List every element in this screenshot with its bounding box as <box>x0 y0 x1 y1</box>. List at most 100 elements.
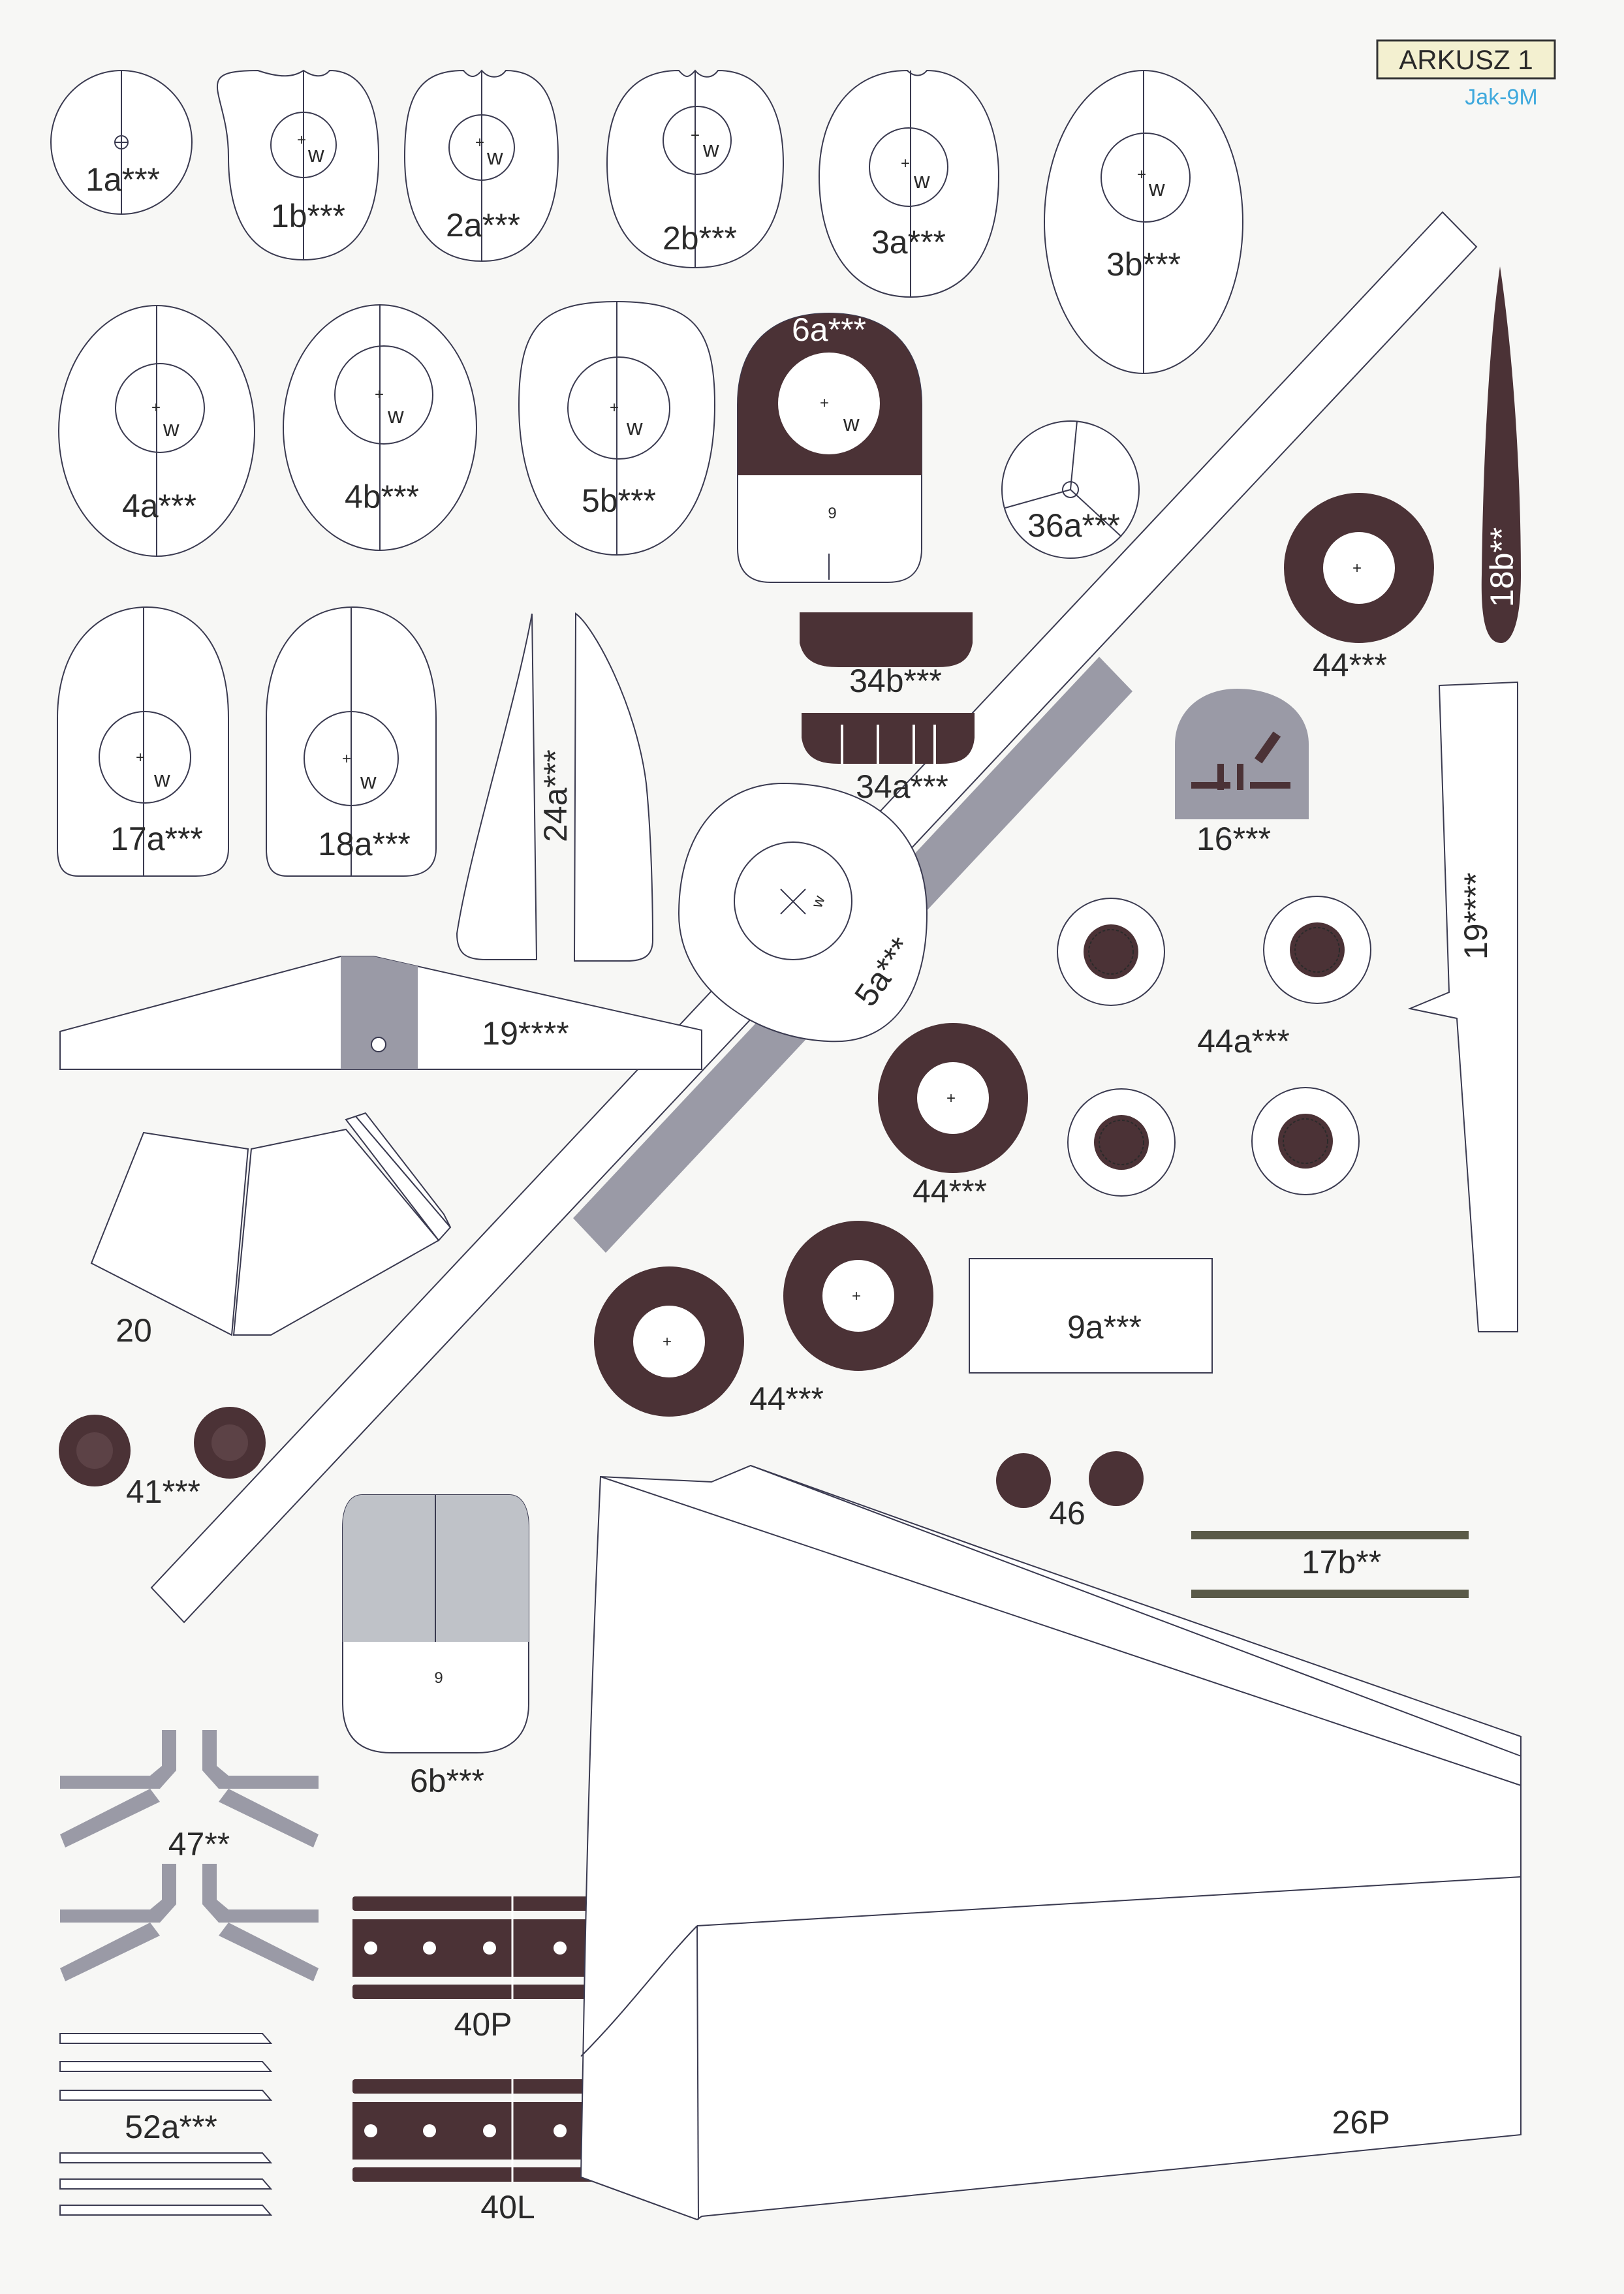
svg-text:+: + <box>475 134 484 151</box>
part-label-41: 41*** <box>126 1473 200 1510</box>
part-label-19-left: 19**** <box>482 1015 569 1052</box>
svg-text:+: + <box>1352 559 1362 577</box>
title-box <box>1376 39 1556 80</box>
marker-w-17a: w <box>153 767 170 792</box>
part-label-6a: 6a*** <box>792 311 866 348</box>
former-5a: w 5a*** <box>678 782 928 1043</box>
sheet-title: ARKUSZ 1 <box>1399 44 1533 75</box>
part-9a: 9a*** <box>969 1258 1213 1374</box>
part-label-4b: 4b*** <box>345 479 419 515</box>
part-label-52a: 52a*** <box>125 2109 217 2145</box>
part-label-34a: 34a*** <box>856 768 948 805</box>
part-19-left: 19**** <box>59 956 702 1070</box>
part-label-6b: 6b*** <box>410 1763 484 1799</box>
part-label-3b: 3b*** <box>1106 246 1181 283</box>
part-label-46: 46 <box>1049 1495 1085 1532</box>
former-36a: 36a*** <box>1001 420 1140 559</box>
marker-w-4b: w <box>387 403 404 428</box>
marker-w-3b: w <box>1148 176 1165 201</box>
svg-text:+: + <box>297 131 306 149</box>
wheels-44-bottom: + + 44*** <box>594 1221 933 1417</box>
former-5b: + w 5b*** <box>518 300 716 556</box>
former-2b: + w 2b*** <box>606 69 785 269</box>
former-2a: + w 2a*** <box>403 69 559 262</box>
part-18b: 18b** <box>1481 266 1521 643</box>
part-label-40P: 40P <box>454 2006 512 2043</box>
part-label-18b: 18b** <box>1484 527 1520 607</box>
part-label-16: 16*** <box>1196 821 1271 857</box>
part-19-right: 19**** <box>1407 681 1518 1332</box>
marker-w-6a: w <box>843 411 860 436</box>
part-label-3a: 3a*** <box>871 224 946 260</box>
former-3b: + w 3b*** <box>1044 70 1243 374</box>
part-label-18a: 18a*** <box>318 826 411 862</box>
wheel-44-mid: + 44*** <box>878 1023 1028 1210</box>
svg-text:+: + <box>852 1287 861 1305</box>
svg-text:+: + <box>151 399 161 416</box>
part-label-20: 20 <box>116 1312 152 1349</box>
svg-text:+: + <box>663 1333 672 1351</box>
part-40P: 40P <box>352 1896 599 2043</box>
part-label-40L: 40L <box>480 2189 535 2225</box>
marker-w-1b: w <box>307 142 324 167</box>
svg-text:+: + <box>1137 166 1146 183</box>
wheels-44a: 44a*** <box>1057 896 1371 1197</box>
svg-text:+: + <box>901 155 910 172</box>
part-label-17b: 17b** <box>1302 1544 1381 1580</box>
part-label-1b: 1b*** <box>271 198 345 234</box>
part-label-36a: 36a*** <box>1027 507 1120 544</box>
part-label-2a: 2a*** <box>446 207 520 244</box>
parts-47: 47** <box>60 1730 319 1981</box>
former-4b: + w 4b*** <box>283 304 477 551</box>
part-34a: 34a*** <box>802 713 975 805</box>
part-16: 16*** <box>1175 689 1309 857</box>
wheel-44-top: + 44*** <box>1284 493 1434 683</box>
part-label-26P: 26P <box>1332 2104 1390 2141</box>
part-label-24a: 24a*** <box>537 749 574 842</box>
part-24a: 24a*** <box>456 612 654 962</box>
parts-52a: 52a*** <box>59 2033 273 2216</box>
part-label-44-mid: 44*** <box>913 1173 987 1210</box>
sheet-subtitle: Jak-9M <box>1465 85 1537 110</box>
svg-text:+: + <box>946 1090 956 1107</box>
marker-9-6a: 9 <box>828 505 836 522</box>
svg-text:+: + <box>342 750 351 768</box>
former-17a: + w 17a*** <box>57 606 229 877</box>
part-label-5b: 5b*** <box>582 482 656 519</box>
marker-w-18a: w <box>360 769 377 794</box>
marker-w-5b: w <box>626 415 643 440</box>
svg-text:+: + <box>375 386 384 403</box>
former-6b: 9 6b*** <box>342 1494 529 1799</box>
former-3a: + w 3a*** <box>818 69 1000 298</box>
marker-9-6b: 9 <box>434 1669 443 1687</box>
former-1a: 1a*** <box>50 70 193 215</box>
part-label-44-bottom: 44*** <box>749 1381 824 1417</box>
marker-w-4a: w <box>163 416 180 441</box>
former-1b: + w 1b*** <box>216 69 380 261</box>
svg-text:+: + <box>691 127 700 144</box>
former-18a: + w 18a*** <box>266 606 437 877</box>
part-34b: 34b*** <box>800 612 973 699</box>
part-label-19-right: 19**** <box>1458 873 1494 960</box>
part-label-44a: 44a*** <box>1197 1023 1290 1060</box>
part-label-47: 47** <box>168 1826 230 1862</box>
sheet-header: ARKUSZ 1 Jak-9M <box>1376 39 1556 110</box>
marker-w-3a: w <box>913 168 930 193</box>
wheels-41: 41*** <box>59 1407 266 1510</box>
part-label-4a: 4a*** <box>122 488 196 524</box>
part-label-44-top: 44*** <box>1313 647 1387 683</box>
svg-text:+: + <box>136 749 145 766</box>
strips-17b: 17b** <box>1191 1531 1469 1598</box>
svg-text:+: + <box>610 399 619 416</box>
part-label-1a: 1a*** <box>86 161 160 198</box>
marker-w-2b: w <box>702 137 719 162</box>
wheels-46: 46 <box>996 1451 1144 1532</box>
former-4a: + w 4a*** <box>58 305 255 557</box>
svg-text:+: + <box>820 394 829 412</box>
part-40L: 40L <box>352 2079 599 2225</box>
part-label-2b: 2b*** <box>663 220 737 257</box>
former-6a: + w 6a*** 9 <box>737 311 922 583</box>
part-20: 20 <box>90 1112 452 1349</box>
marker-w-2a: w <box>486 145 503 170</box>
